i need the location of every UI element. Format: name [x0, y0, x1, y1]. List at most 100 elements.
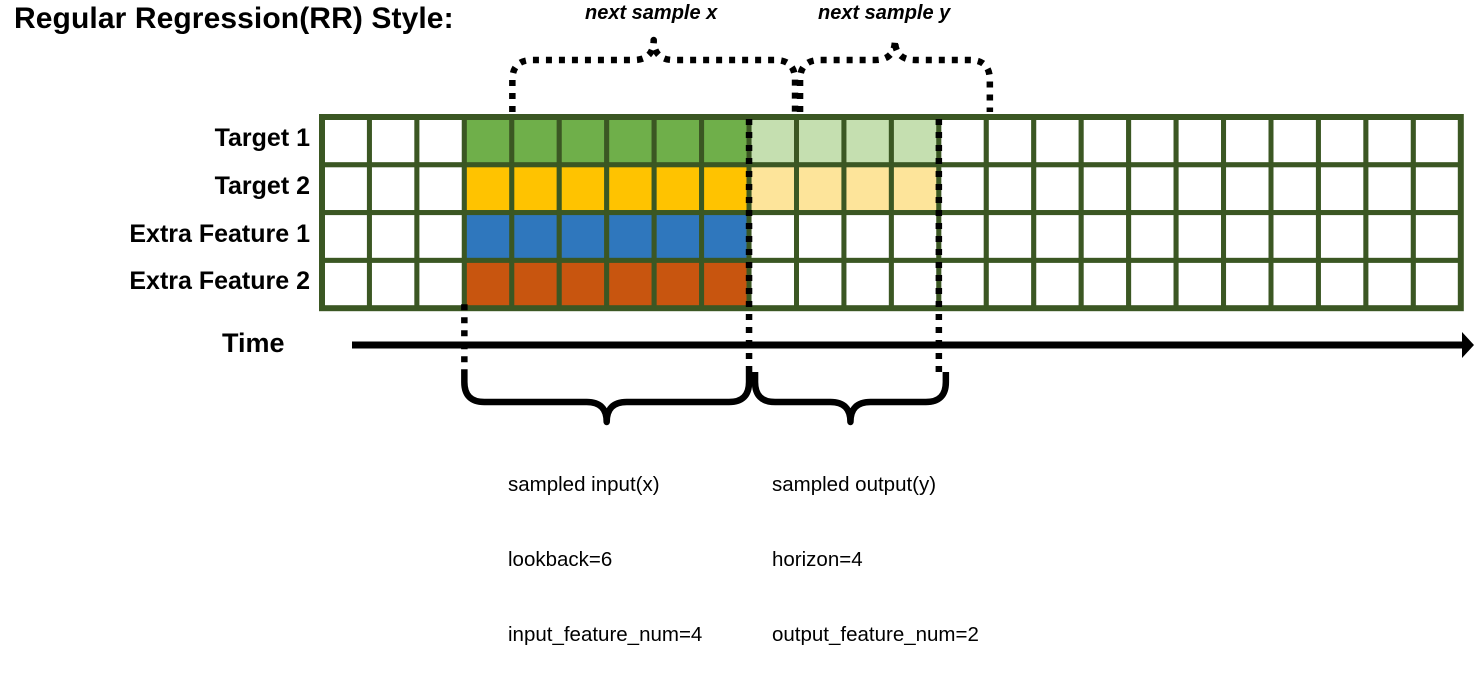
grid-cell-target-1-12: [888, 114, 942, 168]
grid-cell-target-1-14: [983, 114, 1037, 168]
grid-cell-extra-feature-2-9: [746, 257, 799, 311]
grid-cell-extra-feature-2-7: [651, 257, 705, 311]
grid-cell-target-1-9: [746, 114, 799, 168]
grid-cell-target-2-10: [794, 162, 847, 216]
grid-cell-extra-feature-2-4: [509, 257, 562, 311]
caption-input-line-2: lookback=6: [508, 548, 613, 571]
annotation-next-sample-y: next sample y: [818, 2, 951, 24]
grid-cell-extra-feature-1-11: [841, 210, 894, 263]
grid-cell-extra-feature-2-12: [888, 257, 942, 311]
grid-cell-target-2-18: [1173, 162, 1227, 216]
annotation-next-sample-x: next sample x: [585, 2, 718, 24]
grid-cell-target-1-17: [1126, 114, 1179, 168]
grid-outer-frame: [319, 114, 1464, 312]
grid-cell-target-1-6: [604, 114, 657, 168]
grid-cell-extra-feature-1-9: [746, 210, 799, 263]
row-label-extra-feature-1: Extra Feature 1: [129, 219, 310, 248]
grid-cell-target-1-19: [1221, 114, 1274, 168]
grid-cell-target-2-7: [651, 162, 705, 216]
brace-next-sample-x: [509, 36, 799, 112]
grid-cell-target-2-15: [1031, 162, 1084, 216]
grid-cell-target-2-13: [936, 162, 989, 216]
grid-cell-target-2-0: [319, 162, 372, 216]
grid-cell-target-1-18: [1173, 114, 1227, 168]
grid-cell-extra-feature-2-6: [604, 257, 657, 311]
grid-cell-target-1-22: [1363, 114, 1416, 168]
grid-cell-target-1-13: [936, 114, 989, 168]
diagram-canvas: Regular Regression(RR) Style: next sampl…: [14, 2, 1474, 646]
grid-cell-target-2-21: [1315, 162, 1369, 216]
grid-cell-target-1-11: [841, 114, 894, 168]
grid-cell-target-1-2: [414, 114, 467, 168]
grid-cell-extra-feature-2-20: [1268, 257, 1321, 311]
row-label-extra-feature-2: Extra Feature 2: [129, 267, 310, 296]
grid-cell-extra-feature-1-13: [936, 210, 989, 263]
grid-cell-extra-feature-2-18: [1173, 257, 1227, 311]
grid-cell-extra-feature-1-12: [888, 210, 942, 263]
grid-cell-extra-feature-1-19: [1221, 210, 1274, 263]
row-label-target-2: Target 2: [214, 171, 310, 200]
grid-cell-target-1-1: [366, 114, 420, 168]
grid-cell-target-2-12: [888, 162, 942, 216]
grid-cell-target-2-11: [841, 162, 894, 216]
grid-cell-target-2-5: [556, 162, 610, 216]
grid-cell-extra-feature-1-10: [794, 210, 847, 263]
grid-cell-target-1-5: [556, 114, 610, 168]
grid-cell-extra-feature-1-7: [651, 210, 705, 263]
grid-cell-extra-feature-2-15: [1031, 257, 1084, 311]
grid-cell-target-1-3: [461, 114, 515, 168]
grid-cell-target-1-21: [1315, 114, 1369, 168]
row-label-target-1: Target 1: [214, 123, 310, 152]
grid-cell-target-1-23: [1410, 114, 1464, 168]
grid-cell-target-2-4: [509, 162, 562, 216]
grid-cell-target-2-2: [414, 162, 467, 216]
grid-cell-target-1-8: [699, 114, 752, 168]
grid-cell-extra-feature-2-8: [699, 257, 752, 311]
diagram-graphics: [319, 36, 1474, 426]
grid-cell-extra-feature-1-14: [983, 210, 1037, 263]
grid-cell-target-2-17: [1126, 162, 1179, 216]
grid-cell-target-2-23: [1410, 162, 1464, 216]
grid-cell-extra-feature-2-19: [1221, 257, 1274, 311]
time-axis-arrowhead: [1462, 332, 1474, 358]
brace-sampled-output: [751, 372, 950, 426]
grid-cell-extra-feature-1-1: [366, 210, 420, 263]
grid-cell-extra-feature-1-18: [1173, 210, 1227, 263]
grid-cell-extra-feature-2-23: [1410, 257, 1464, 311]
grid-cell-target-1-16: [1078, 114, 1132, 168]
feature-grid: [319, 114, 1464, 312]
grid-cell-extra-feature-1-21: [1315, 210, 1369, 263]
grid-cell-extra-feature-1-15: [1031, 210, 1084, 263]
grid-cell-target-1-0: [319, 114, 372, 168]
grid-cell-extra-feature-2-1: [366, 257, 420, 311]
grid-cell-target-2-1: [366, 162, 420, 216]
grid-cell-extra-feature-2-3: [461, 257, 515, 311]
grid-cell-extra-feature-1-16: [1078, 210, 1132, 263]
grid-cell-target-2-14: [983, 162, 1037, 216]
grid-cell-extra-feature-1-2: [414, 210, 467, 263]
page-title: Regular Regression(RR) Style:: [14, 2, 454, 35]
caption-input-line-1: sampled input(x): [508, 473, 660, 496]
grid-cell-extra-feature-1-22: [1363, 210, 1416, 263]
grid-cell-extra-feature-2-10: [794, 257, 847, 311]
brace-sampled-input: [461, 372, 753, 426]
grid-cell-extra-feature-2-16: [1078, 257, 1132, 311]
grid-cell-extra-feature-2-17: [1126, 257, 1179, 311]
grid-cell-extra-feature-2-2: [414, 257, 467, 311]
grid-cell-target-2-3: [461, 162, 515, 216]
brace-and-axis-layer: [352, 36, 1474, 426]
grid-cell-extra-feature-1-6: [604, 210, 657, 263]
grid-cell-target-2-22: [1363, 162, 1416, 216]
grid-cell-extra-feature-1-17: [1126, 210, 1179, 263]
grid-cell-target-1-20: [1268, 114, 1321, 168]
grid-cell-extra-feature-2-14: [983, 257, 1037, 311]
grid-cell-extra-feature-1-0: [319, 210, 372, 263]
caption-output-line-1: sampled output(y): [772, 473, 937, 496]
grid-cell-extra-feature-1-4: [509, 210, 562, 263]
grid-cell-target-2-8: [699, 162, 752, 216]
grid-cell-target-1-4: [509, 114, 562, 168]
grid-cell-target-1-10: [794, 114, 847, 168]
time-axis-label: Time: [222, 328, 285, 358]
grid-cell-extra-feature-2-21: [1315, 257, 1369, 311]
grid-cell-target-2-9: [746, 162, 799, 216]
